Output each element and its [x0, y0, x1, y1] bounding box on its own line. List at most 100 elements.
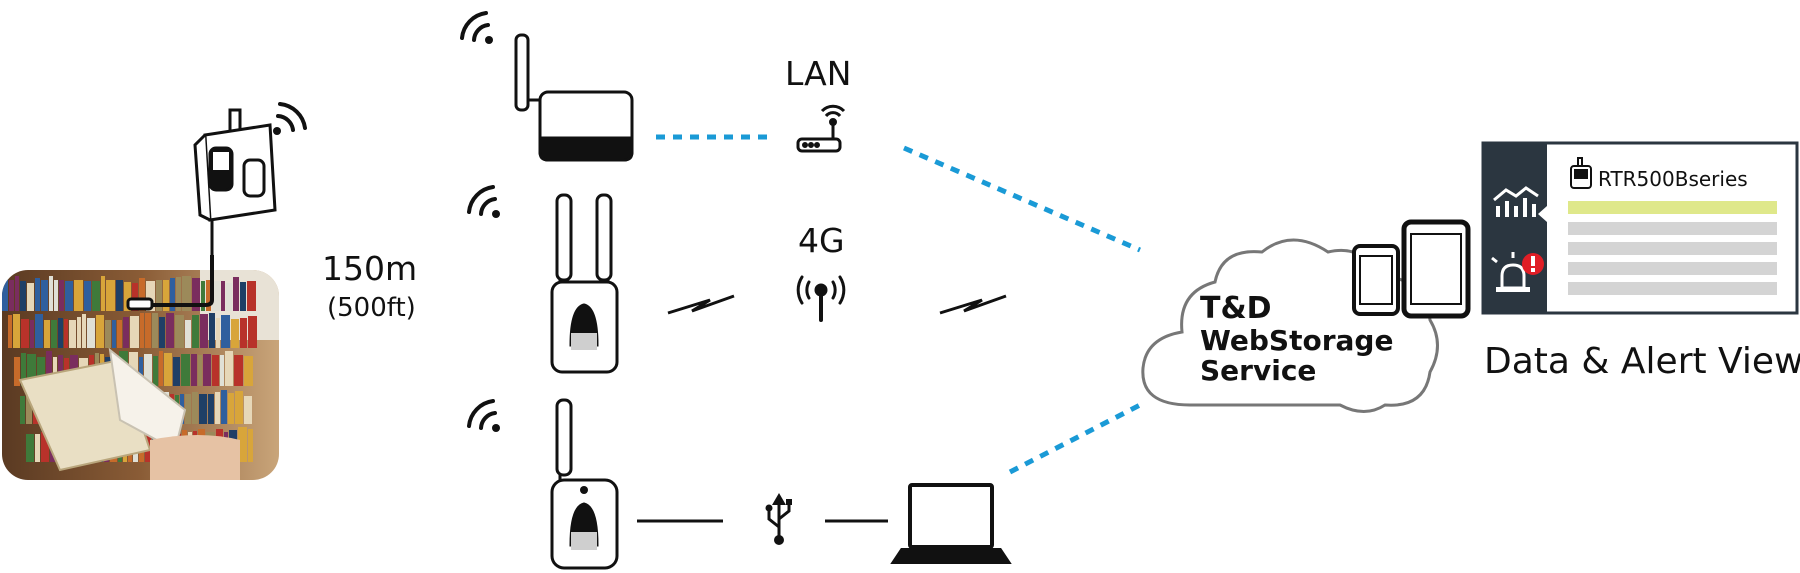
book-spine	[44, 320, 50, 348]
book-spine	[153, 356, 158, 386]
tablet-icon	[1401, 219, 1471, 319]
book-spine	[9, 280, 14, 311]
book-spine	[27, 354, 36, 386]
book-spine	[64, 319, 68, 348]
book-spine	[181, 354, 190, 386]
book-spine	[58, 355, 63, 386]
book-spine	[146, 281, 155, 311]
book-spine	[209, 313, 215, 348]
book-spine	[220, 355, 224, 386]
chart-icon	[1493, 186, 1539, 217]
book-spine	[164, 353, 172, 386]
book-spine	[21, 353, 26, 386]
cloud-title: T&D	[1200, 291, 1272, 326]
book-spine	[238, 427, 247, 462]
book-spine	[152, 313, 158, 348]
book-spine	[233, 277, 239, 311]
book-spine	[244, 396, 252, 424]
range-distance-alt: (500ft)	[327, 293, 416, 323]
viewer-caption: Data & Alert View	[1484, 341, 1800, 382]
book-spine	[185, 320, 191, 348]
book-spine	[15, 276, 19, 311]
book-spine	[132, 283, 138, 311]
book-spine	[215, 392, 220, 424]
book-spine	[159, 317, 165, 348]
book-spine	[200, 314, 208, 348]
book-spine	[201, 281, 205, 311]
book-spine	[185, 394, 191, 424]
table-row	[1568, 222, 1777, 235]
book-spine	[112, 320, 116, 348]
book-spine	[124, 282, 131, 311]
book-spine	[74, 280, 83, 311]
wifi-icon	[460, 11, 493, 44]
book-spine	[130, 316, 139, 348]
table-row	[1568, 262, 1777, 275]
wifi-icon	[273, 102, 307, 135]
book-spine	[182, 276, 191, 311]
book-spine	[140, 313, 144, 348]
book-spine	[199, 394, 207, 424]
book-spine	[123, 317, 129, 348]
cloud-dotted-link-top	[903, 145, 1141, 253]
book-spine	[248, 316, 257, 348]
book-spine	[8, 315, 12, 348]
book-spine	[208, 394, 214, 424]
logger-small-icon	[1570, 157, 1592, 189]
cloud-subtitle: WebStorage	[1200, 324, 1393, 357]
table-row	[1568, 282, 1777, 295]
book-spine	[166, 313, 174, 348]
laptop-icon	[890, 483, 1012, 564]
book-spine	[170, 278, 175, 311]
viewer-device-name: RTR500Bseries	[1598, 167, 1748, 191]
book-spine	[14, 357, 20, 386]
book-spine	[212, 281, 220, 311]
book-spine	[69, 320, 76, 348]
book-spine	[59, 280, 64, 311]
book-spine	[139, 278, 145, 311]
wifi-icon	[467, 399, 500, 432]
book-spine	[37, 357, 45, 386]
book-spine	[84, 281, 91, 311]
book-spine	[77, 317, 81, 348]
book-spine	[173, 357, 180, 386]
book-spine	[240, 318, 247, 348]
book-spine	[228, 393, 234, 424]
usb-base-station	[550, 398, 619, 570]
book-spine	[13, 314, 20, 348]
wireless-link-right	[939, 294, 1007, 315]
book-spine	[27, 283, 34, 311]
book-spine	[106, 280, 115, 311]
lan-base-station	[514, 33, 634, 162]
cellular-base-station	[550, 193, 619, 374]
wifi-icon	[467, 185, 500, 218]
book-spine	[20, 396, 25, 424]
book-spine	[35, 314, 43, 348]
book-spine	[240, 282, 246, 311]
smartphone-icon	[1352, 244, 1400, 316]
book-spine	[21, 319, 29, 348]
book-spine	[221, 315, 230, 348]
book-spine	[192, 315, 199, 348]
cloud-dotted-link-bottom	[1008, 402, 1142, 475]
wireless-link-left	[667, 294, 735, 315]
lan-label: LAN	[785, 54, 851, 93]
book-spine	[41, 280, 48, 311]
book-spine	[225, 351, 233, 386]
book-spine	[175, 315, 184, 348]
book-spine	[203, 354, 211, 386]
table-row	[1568, 242, 1777, 255]
book-spine	[105, 320, 111, 348]
book-spine	[54, 280, 58, 311]
book-spine	[26, 389, 32, 424]
book-spine	[231, 319, 239, 348]
book-spine	[156, 280, 162, 311]
book-spine	[198, 355, 202, 386]
book-spine	[159, 351, 163, 386]
book-spine	[53, 357, 57, 386]
book-spine	[192, 392, 198, 424]
book-spine	[51, 320, 57, 348]
book-spine	[26, 434, 34, 462]
book-spine	[2, 279, 8, 311]
viewer-data-rows	[1568, 201, 1777, 295]
